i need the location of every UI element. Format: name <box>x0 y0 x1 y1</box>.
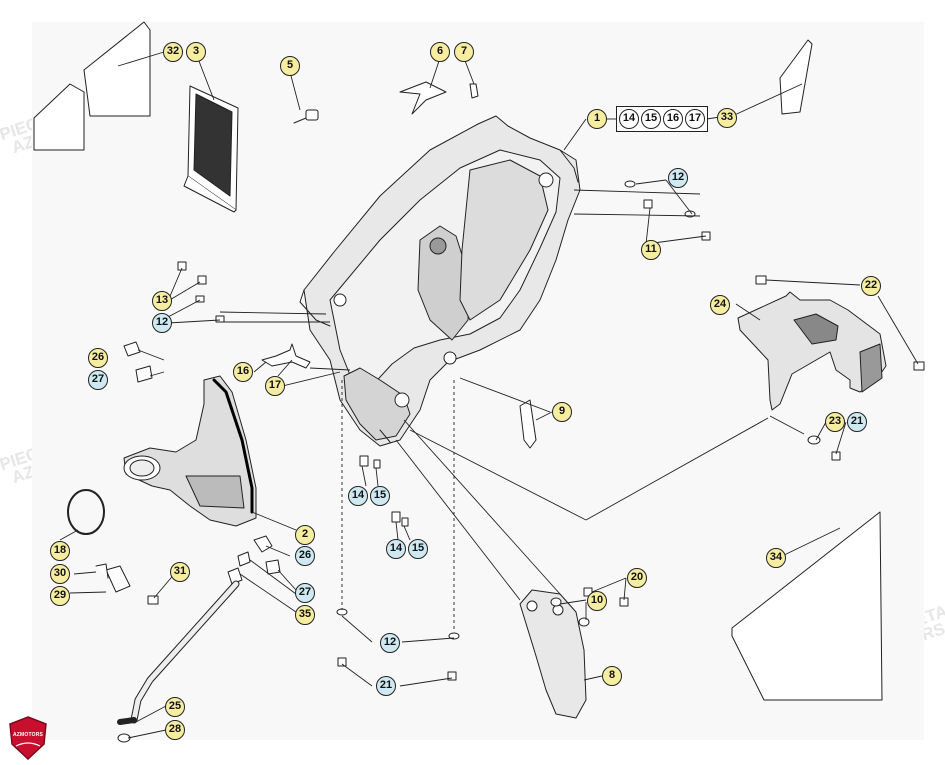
callout-5[interactable]: 5 <box>280 56 300 76</box>
callout-23[interactable]: 23 <box>825 412 845 432</box>
callout-26-lower[interactable]: 26 <box>295 546 315 566</box>
part-32-side-pads <box>33 21 151 151</box>
part-34-side-panel <box>731 511 883 701</box>
part-9-clip <box>519 399 537 449</box>
part-1-air-box <box>299 115 581 447</box>
part-33-side-pad <box>779 39 813 115</box>
callout-18[interactable]: 18 <box>50 541 70 561</box>
callout-7[interactable]: 7 <box>454 42 474 62</box>
part-13-screws <box>177 261 225 323</box>
callout-16-kit[interactable]: 16 <box>663 109 683 129</box>
callout-28[interactable]: 28 <box>165 720 185 740</box>
part-10-20-fasteners <box>550 587 629 627</box>
leader-lines <box>59 51 919 739</box>
callout-32[interactable]: 32 <box>163 42 183 62</box>
part-24-bracket <box>737 291 887 411</box>
callout-20[interactable]: 20 <box>627 568 647 588</box>
callout-26-upper[interactable]: 26 <box>88 348 108 368</box>
callout-17-lower[interactable]: 17 <box>265 376 285 396</box>
callout-9[interactable]: 9 <box>552 402 572 422</box>
part-3-air-filter <box>183 85 239 213</box>
callout-30[interactable]: 30 <box>50 564 70 584</box>
callout-25[interactable]: 25 <box>165 697 185 717</box>
part-35-fitting <box>227 551 251 585</box>
callout-12-bottom[interactable]: 12 <box>380 633 400 653</box>
callout-22[interactable]: 22 <box>861 276 881 296</box>
part-5-screw <box>293 109 319 124</box>
callout-27-lower[interactable]: 27 <box>295 583 315 603</box>
callout-16-lower[interactable]: 16 <box>233 362 253 382</box>
callout-14-mid[interactable]: 14 <box>348 486 368 506</box>
callout-8[interactable]: 8 <box>602 666 622 686</box>
callout-35[interactable]: 35 <box>295 605 315 625</box>
part-2-intake-duct <box>123 375 257 527</box>
callout-14-kit[interactable]: 14 <box>619 109 639 129</box>
part-6-clip <box>399 81 447 115</box>
callout-27-upper[interactable]: 27 <box>88 370 108 390</box>
callout-12-left[interactable]: 12 <box>152 313 172 333</box>
callout-17-kit[interactable]: 17 <box>685 109 705 129</box>
part-29-clamp <box>95 563 159 605</box>
part-26-fitting <box>123 341 281 575</box>
callout-11[interactable]: 11 <box>641 240 661 260</box>
callout-21-bottom[interactable]: 21 <box>376 676 396 696</box>
part-25-hose <box>117 580 240 725</box>
callout-21-right[interactable]: 21 <box>847 412 867 432</box>
callout-14-low[interactable]: 14 <box>386 539 406 559</box>
callout-2[interactable]: 2 <box>295 525 315 545</box>
callout-3[interactable]: 3 <box>186 42 206 62</box>
callout-29[interactable]: 29 <box>50 586 70 606</box>
callout-15-kit[interactable]: 15 <box>641 109 661 129</box>
part-8-mud-flap <box>519 589 587 719</box>
part-7-pin <box>469 83 479 99</box>
callout-15-mid[interactable]: 15 <box>370 486 390 506</box>
callout-13[interactable]: 13 <box>152 291 172 311</box>
callout-34[interactable]: 34 <box>766 548 786 568</box>
callout-33[interactable]: 33 <box>717 108 737 128</box>
part-17-bracket <box>261 343 311 369</box>
callout-15-low[interactable]: 15 <box>408 539 428 559</box>
callout-31[interactable]: 31 <box>170 562 190 582</box>
callout-1[interactable]: 1 <box>587 109 607 129</box>
callout-12-top[interactable]: 12 <box>668 168 688 188</box>
part-18-clamp-ring <box>67 489 105 535</box>
callout-10[interactable]: 10 <box>587 591 607 611</box>
logo-text: AZMOTORS <box>12 732 44 738</box>
azmotors-logo: AZMOTORS <box>8 716 48 761</box>
callout-6[interactable]: 6 <box>430 42 450 62</box>
part-12-21-bottom-fasteners <box>336 608 460 681</box>
shield-icon <box>9 716 47 761</box>
callout-24[interactable]: 24 <box>710 295 730 315</box>
